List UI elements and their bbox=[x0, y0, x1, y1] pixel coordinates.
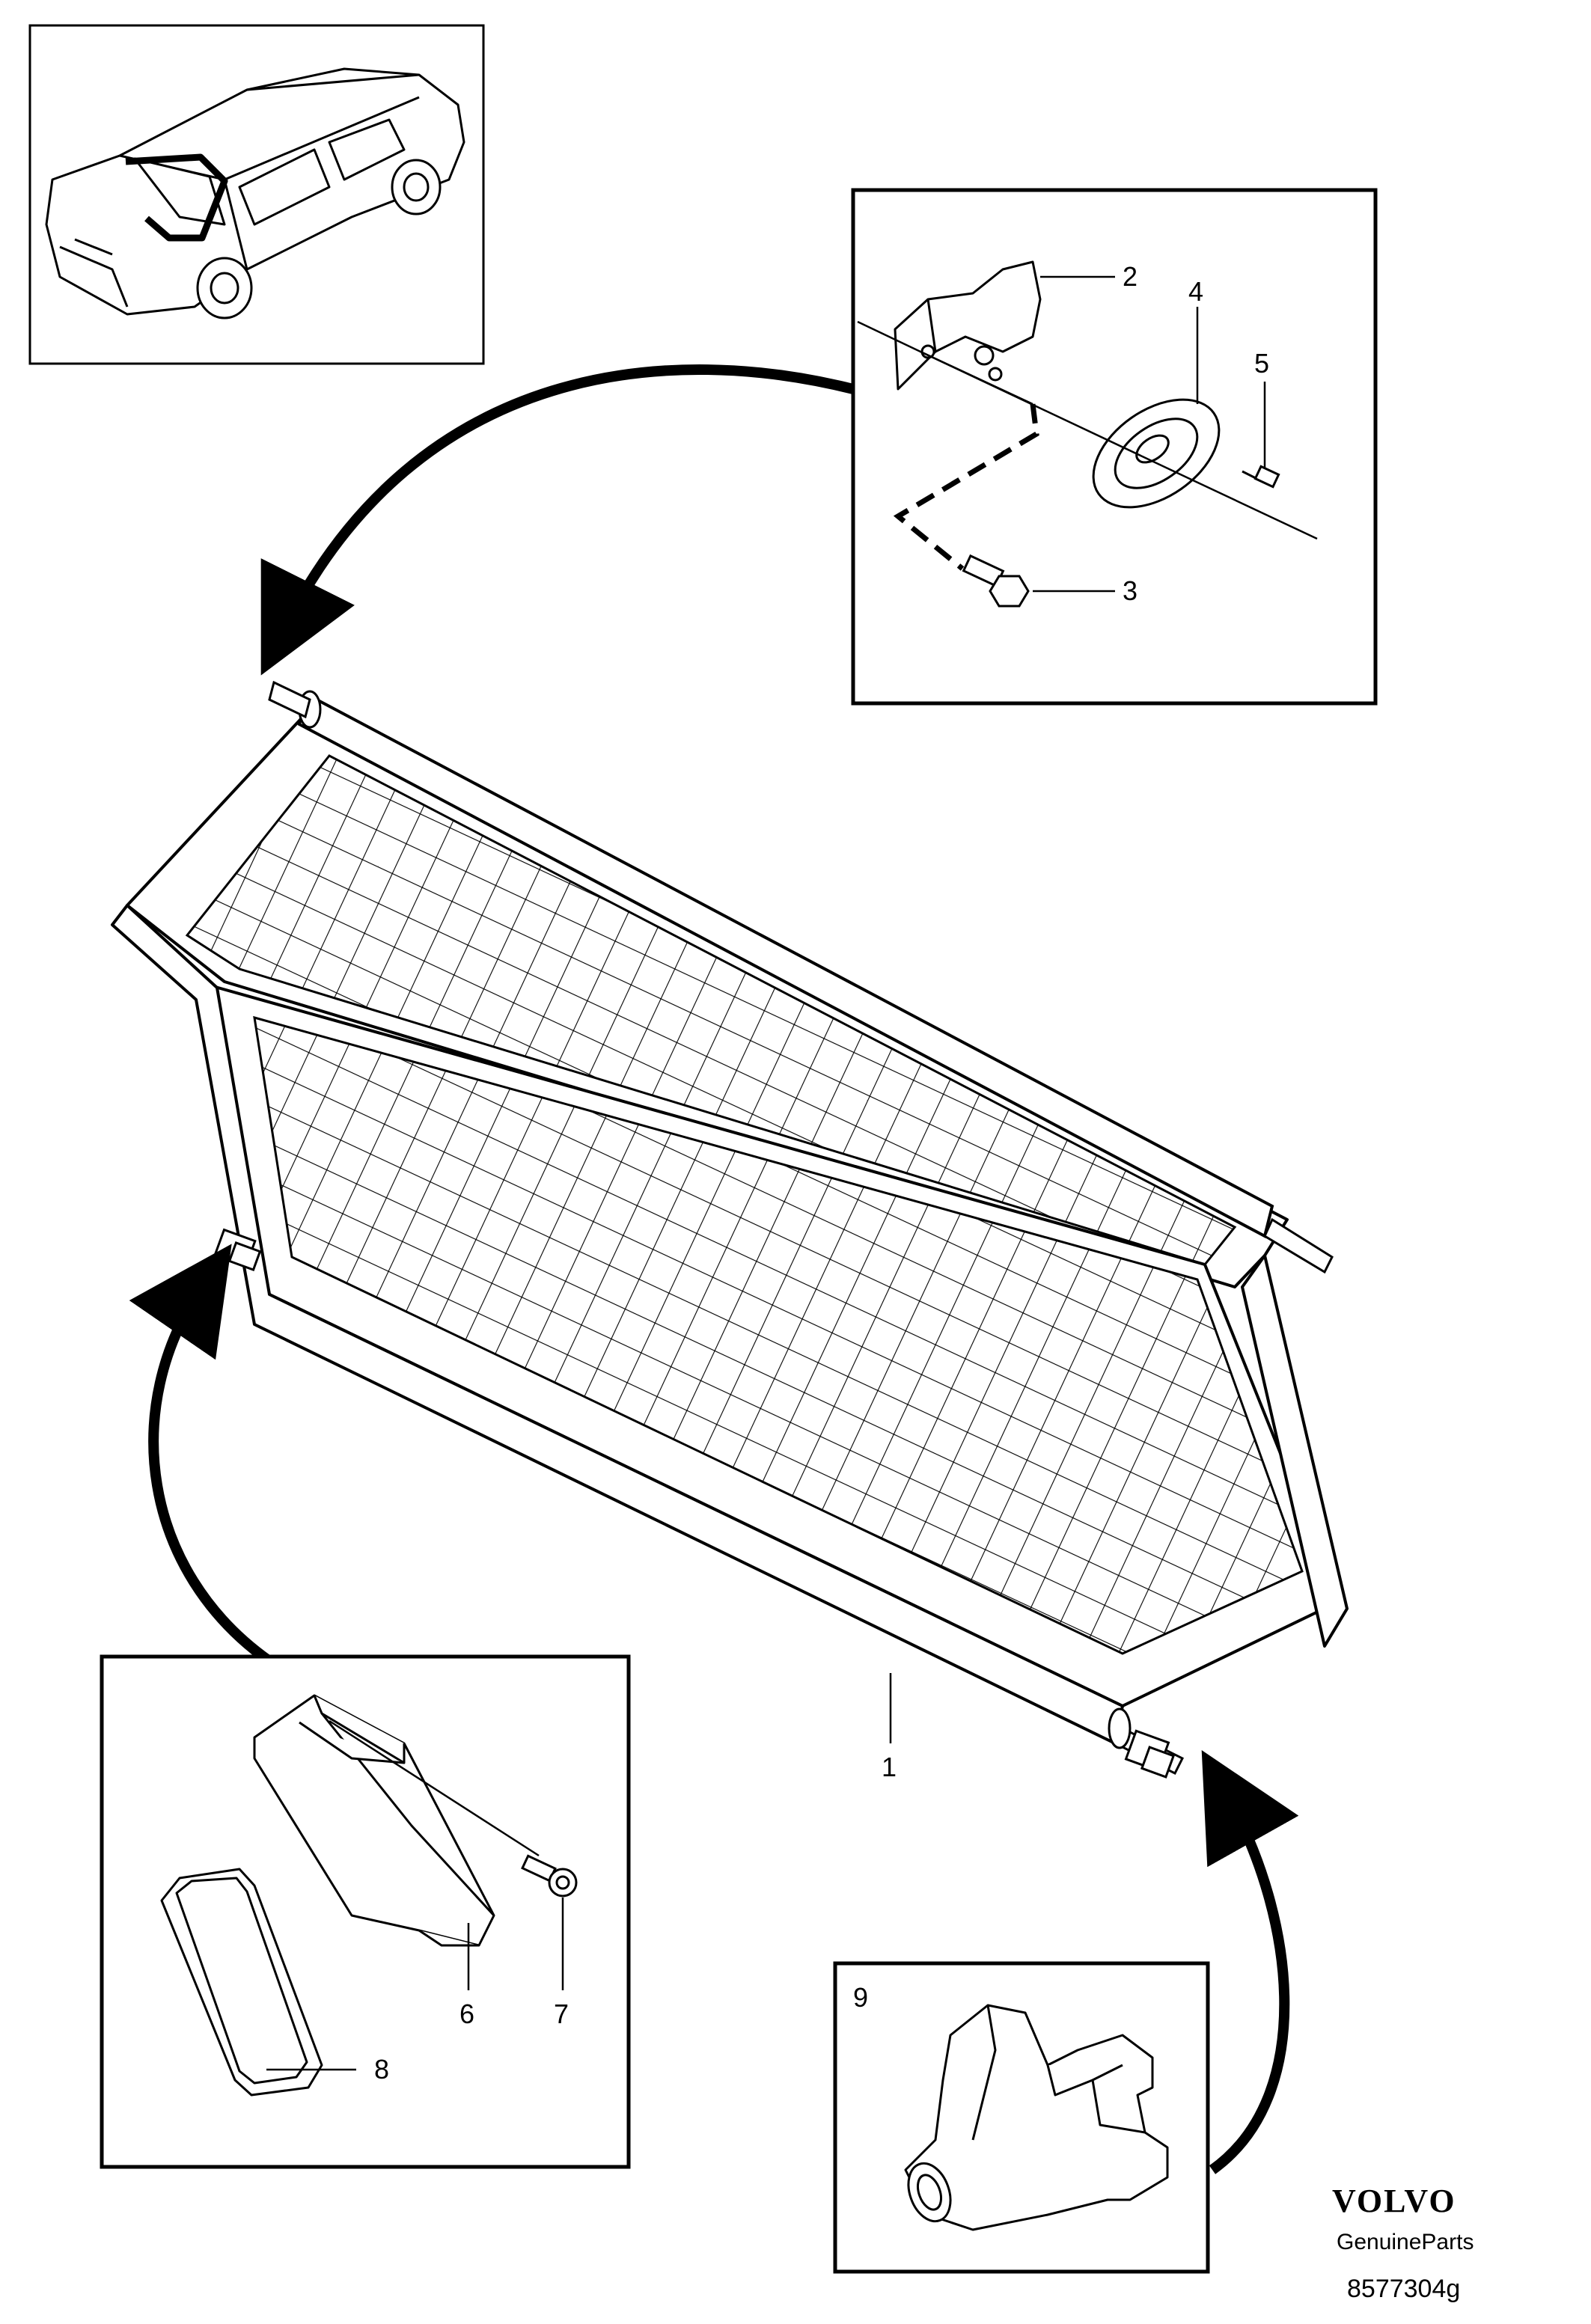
cargo-barrier-net: 1 bbox=[111, 680, 1349, 1782]
arrow-upper-to-barrier bbox=[260, 364, 855, 676]
mounting-bracket bbox=[894, 260, 1042, 391]
highlighted-barrier-net bbox=[125, 153, 228, 242]
volvo-logo: VOLVO bbox=[1332, 2183, 1456, 2219]
leader-lines-upper bbox=[1033, 275, 1266, 593]
arrow-lower-left-to-barrier bbox=[129, 1244, 273, 1666]
assembly-axis-lower bbox=[329, 1719, 540, 1857]
arrow-lower-right-to-barrier bbox=[1201, 1749, 1299, 2174]
callout-8: 8 bbox=[374, 2054, 389, 2085]
lower-left-detail-inset: 6 7 8 bbox=[100, 1654, 631, 2169]
callout-5: 5 bbox=[1254, 348, 1269, 379]
torx-screw bbox=[521, 1854, 578, 1898]
assembly-axis-lines bbox=[857, 320, 1318, 571]
callout-2: 2 bbox=[1123, 261, 1137, 292]
callout-1: 1 bbox=[882, 1752, 897, 1782]
cover-cap bbox=[1092, 398, 1221, 509]
side-clip-right bbox=[1124, 1729, 1176, 1779]
flange-bolt bbox=[962, 554, 1030, 608]
station-wagon-illustration bbox=[45, 67, 465, 319]
guide-bracket bbox=[253, 1694, 495, 1947]
genuine-parts-label: GenuineParts bbox=[1337, 2230, 1474, 2254]
callout-7: 7 bbox=[554, 1999, 569, 2029]
leader-lines-lower bbox=[266, 1898, 564, 2071]
callout-4: 4 bbox=[1188, 276, 1203, 307]
upper-mount-detail-inset: 2 4 5 3 bbox=[851, 188, 1378, 706]
vehicle-location-inset bbox=[28, 24, 485, 365]
lower-right-detail-inset: 9 bbox=[833, 1961, 1210, 2274]
callout-6: 6 bbox=[459, 1999, 474, 2029]
small-screw bbox=[1242, 465, 1280, 489]
callout-3: 3 bbox=[1123, 575, 1137, 606]
callout-9: 9 bbox=[853, 1982, 868, 2013]
retaining-clip bbox=[904, 2004, 1169, 2231]
diagram-code: 8577304g bbox=[1347, 2275, 1461, 2303]
trim-cover bbox=[160, 1868, 323, 2097]
